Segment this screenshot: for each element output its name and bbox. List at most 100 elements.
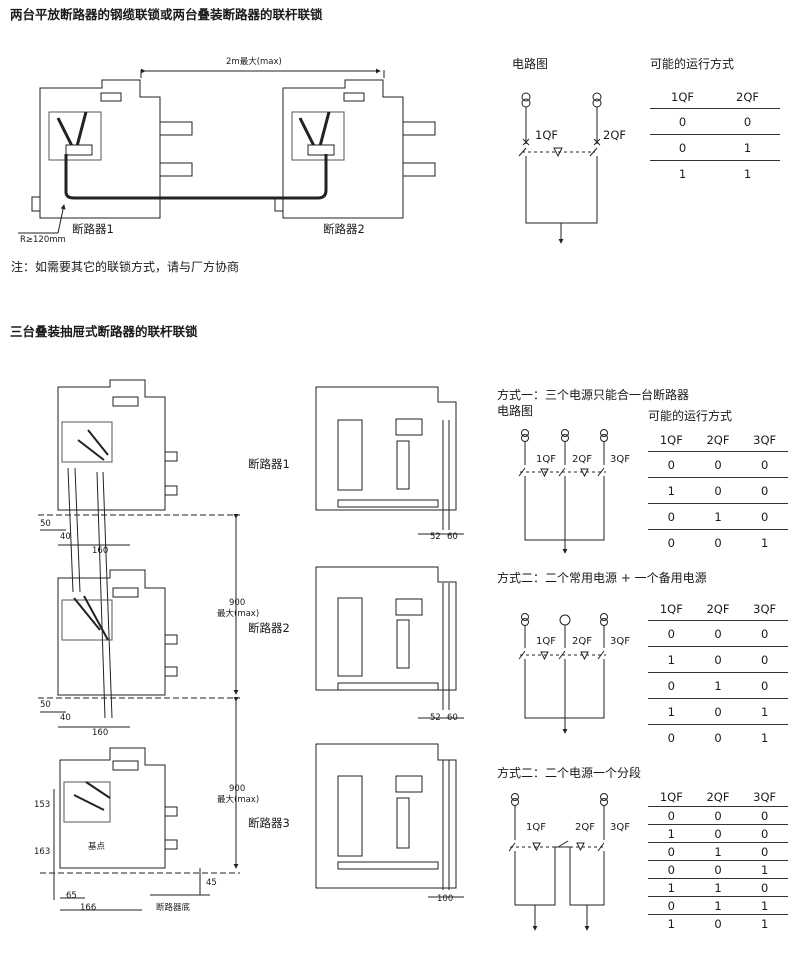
mode1-modes-title: 可能的运行方式 xyxy=(648,409,733,423)
mode2-qf2: 2QF xyxy=(572,636,592,647)
breaker1-label: 断路器1 xyxy=(72,222,114,236)
dim-52a: 52 xyxy=(430,532,441,542)
base-point-label: 基点 xyxy=(88,842,106,852)
dim-50a: 50 xyxy=(40,519,51,529)
table-cell: 0 xyxy=(694,477,742,504)
table-cell: 0 xyxy=(648,860,695,879)
table-cell: 0 xyxy=(648,724,695,750)
stack-breaker1-label: 断路器1 xyxy=(248,457,290,471)
dim-100: 100 xyxy=(437,894,454,904)
table-cell: 0 xyxy=(741,806,788,825)
dimension-2m-label: 2m最大(max) xyxy=(226,57,282,67)
dim-900a: 900 xyxy=(229,598,246,608)
table-cell: 1 xyxy=(715,160,780,186)
table-cell: 1 xyxy=(694,896,742,915)
breaker-2-drawing xyxy=(274,79,436,219)
table-cell: 0 xyxy=(694,529,742,555)
table-header: 1QF xyxy=(659,433,683,447)
dim-900b: 900 xyxy=(229,784,246,794)
section2-title: 三台叠装抽屉式断路器的联杆联锁 xyxy=(10,324,198,339)
table-cell: 0 xyxy=(694,860,742,879)
note-text: 注：如需要其它的联锁方式，请与厂方协商 xyxy=(11,260,240,274)
breaker-bottom-label: 断路器底 xyxy=(156,903,191,913)
table-cell: 0 xyxy=(648,672,695,699)
table-header: 3QF xyxy=(753,790,777,804)
table-header: 1QF xyxy=(659,790,683,804)
table-header: 2QF xyxy=(736,90,759,104)
table-cell: 0 xyxy=(648,896,695,915)
table-cell: 0 xyxy=(648,529,695,555)
mode3-qf1: 1QF xyxy=(526,822,546,833)
steel-cable xyxy=(64,154,328,200)
table-cell: 0 xyxy=(648,503,695,530)
section1-title: 两台平放断路器的钢缆联锁或两台叠装断路器的联杆联锁 xyxy=(10,7,323,22)
table-cell: 0 xyxy=(741,824,788,843)
table-header: 3QF xyxy=(753,602,777,616)
table-cell: 0 xyxy=(741,451,788,478)
table-cell: 1 xyxy=(741,860,788,879)
table-cell: 0 xyxy=(694,620,742,647)
circuit-mode3 xyxy=(508,793,608,931)
three-stack-side-view xyxy=(315,386,464,898)
table-cell: 0 xyxy=(650,134,715,161)
stack-breaker2-label: 断路器2 xyxy=(248,621,290,635)
table-cell: 1 xyxy=(648,878,695,897)
table-cell: 0 xyxy=(694,724,742,750)
qf1-label: 1QF xyxy=(535,128,558,142)
table-header: 2QF xyxy=(706,790,730,804)
table-cell: 0 xyxy=(694,806,742,825)
table-cell: 0 xyxy=(650,108,715,135)
table-cell: 1 xyxy=(694,878,742,897)
circuit-title: 电路图 xyxy=(512,57,549,71)
mode2-qf1: 1QF xyxy=(536,636,556,647)
table-cell: 1 xyxy=(694,842,742,861)
stack-breaker3-label: 断路器3 xyxy=(248,816,290,830)
table-header: 1QF xyxy=(671,90,694,104)
table-cell: 1 xyxy=(694,503,742,530)
dim-45: 45 xyxy=(206,878,217,888)
qf2-label: 2QF xyxy=(603,128,626,142)
table-header: 3QF xyxy=(753,433,777,447)
table-cell: 0 xyxy=(694,824,742,843)
table-cell: 1 xyxy=(648,698,695,725)
dim-166: 166 xyxy=(80,903,97,913)
table-cell: 1 xyxy=(650,160,715,186)
table-cell: 1 xyxy=(648,914,695,932)
mode1-qf1: 1QF xyxy=(536,454,556,465)
circuit-diagram-2qf xyxy=(518,92,602,244)
table-cell: 0 xyxy=(694,698,742,725)
table-cell: 0 xyxy=(741,842,788,861)
dim-40b: 40 xyxy=(60,713,71,723)
table-cell: 0 xyxy=(648,620,695,647)
dim-163: 163 xyxy=(34,847,51,857)
table-cell: 1 xyxy=(694,672,742,699)
mode1-qf2: 2QF xyxy=(572,454,592,465)
dimension-2m xyxy=(140,68,385,78)
circuit-mode2 xyxy=(518,613,608,734)
dim-60a: 60 xyxy=(447,532,458,542)
table-cell: 0 xyxy=(694,646,742,673)
table-cell: 1 xyxy=(741,529,788,555)
table-header: 2QF xyxy=(706,433,730,447)
table-cell: 1 xyxy=(715,134,780,161)
dim-52b: 52 xyxy=(430,713,441,723)
table-header: 2QF xyxy=(706,602,730,616)
